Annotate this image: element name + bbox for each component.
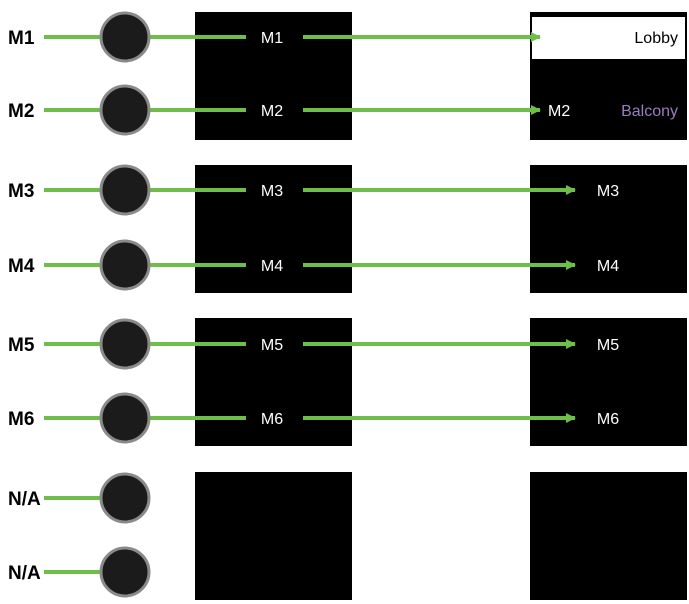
channel-block-7-8 bbox=[195, 472, 352, 600]
input-knob[interactable] bbox=[99, 546, 151, 598]
output-label: M3 bbox=[597, 183, 619, 200]
zone-block-5-6 bbox=[530, 318, 687, 446]
input-label: M6 bbox=[8, 409, 34, 430]
route-row-7: N/A bbox=[8, 472, 151, 524]
input-label: N/A bbox=[8, 489, 41, 510]
input-knob[interactable] bbox=[99, 164, 151, 216]
input-knob[interactable] bbox=[99, 392, 151, 444]
output-label: M1 bbox=[548, 30, 570, 47]
zone-block-7-8 bbox=[530, 472, 687, 600]
input-knob[interactable] bbox=[99, 84, 151, 136]
route-row-4: M4 M4 M4 bbox=[8, 239, 619, 291]
channel-block-3-4 bbox=[195, 165, 352, 293]
output-label: M5 bbox=[597, 337, 619, 354]
channel-label: M1 bbox=[261, 30, 283, 47]
route-row-3: M3 M3 M3 bbox=[8, 164, 619, 216]
route-row-1: M1 M1 M1 Lobby bbox=[8, 11, 678, 63]
output-label: M6 bbox=[597, 411, 619, 428]
input-knob[interactable] bbox=[99, 11, 151, 63]
input-label: M4 bbox=[8, 256, 35, 277]
input-label: N/A bbox=[8, 563, 41, 584]
zone-block-3-4 bbox=[530, 165, 687, 293]
channel-label: M6 bbox=[261, 411, 283, 428]
channel-block-5-6 bbox=[195, 318, 352, 446]
channel-label: M4 bbox=[261, 258, 283, 275]
output-label: M2 bbox=[548, 103, 570, 120]
channel-label: M3 bbox=[261, 183, 283, 200]
input-label: M5 bbox=[8, 335, 35, 356]
zone-name-label: Balcony bbox=[621, 103, 678, 120]
input-knob[interactable] bbox=[99, 239, 151, 291]
output-label: M4 bbox=[597, 258, 619, 275]
input-label: M3 bbox=[8, 181, 34, 202]
channel-block-1-2 bbox=[195, 12, 352, 140]
lobby-zone-highlight bbox=[532, 17, 685, 59]
route-row-5: M5 M5 M5 bbox=[8, 318, 619, 370]
channel-label: M2 bbox=[261, 103, 283, 120]
channel-label: M5 bbox=[261, 337, 283, 354]
input-label: M1 bbox=[8, 28, 35, 49]
zone-name-label: Lobby bbox=[634, 30, 678, 47]
input-label: M2 bbox=[8, 101, 34, 122]
route-row-6: M6 M6 M6 bbox=[8, 392, 619, 444]
input-knob[interactable] bbox=[99, 318, 151, 370]
route-row-2: M2 M2 M2 Balcony bbox=[8, 84, 678, 136]
route-row-8: N/A bbox=[8, 546, 151, 598]
input-knob[interactable] bbox=[99, 472, 151, 524]
